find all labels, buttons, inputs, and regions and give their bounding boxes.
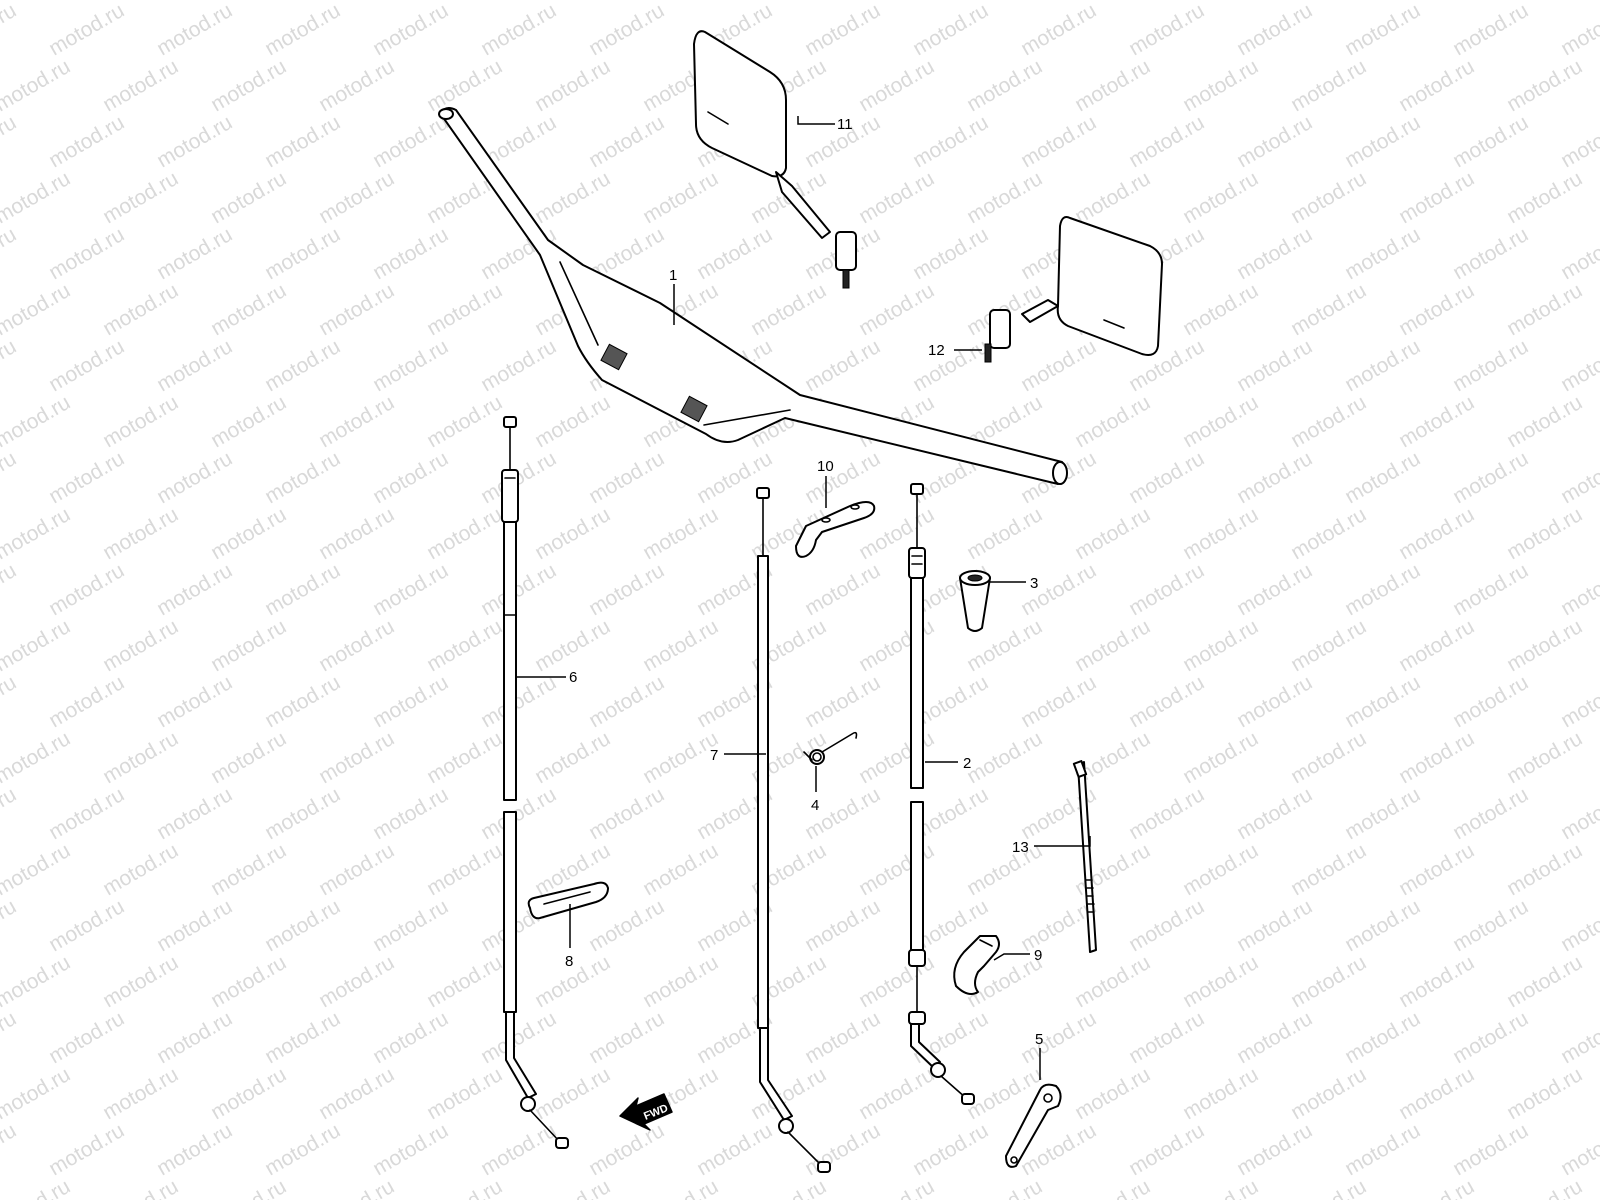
callout-13: 13 [1012, 839, 1029, 856]
cable-7 [756, 487, 831, 1173]
callout-6: 6 [569, 669, 577, 686]
bracket-10 [795, 501, 876, 558]
callout-3: 3 [1030, 575, 1038, 592]
callout-10: 10 [817, 458, 834, 475]
callout-5: 5 [1035, 1031, 1043, 1048]
cable-6 [501, 416, 569, 1149]
callout-9: 9 [1034, 947, 1042, 964]
clip-9 [953, 935, 1000, 995]
callout-11: 11 [837, 116, 853, 133]
callout-7: 7 [710, 747, 718, 764]
cable-tie-13 [1072, 760, 1097, 953]
callout-2: 2 [963, 755, 971, 772]
callout-1: 1 [669, 267, 677, 284]
callouts: 1 2 3 4 5 6 7 8 9 10 11 12 13 [565, 116, 1043, 1048]
leader-lines [516, 116, 1091, 1080]
callout-12: 12 [928, 342, 945, 359]
callout-4: 4 [811, 797, 819, 814]
spring-4 [803, 731, 858, 765]
mirror-left [693, 30, 857, 289]
callout-8: 8 [565, 953, 573, 970]
cable-2 [908, 483, 975, 1105]
handlebar [438, 107, 1068, 485]
mirror-right [984, 216, 1163, 363]
lever-5 [1005, 1083, 1062, 1168]
clamp-8 [527, 881, 609, 920]
sleeve-3 [959, 570, 991, 632]
